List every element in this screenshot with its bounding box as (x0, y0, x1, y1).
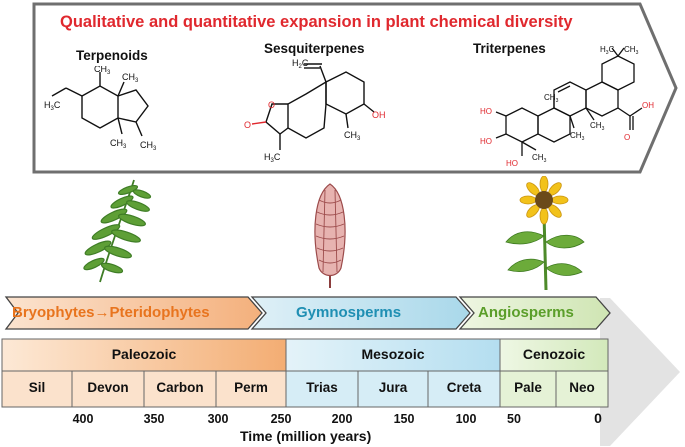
banner-title: Qualitative and quantitative expansion i… (60, 13, 573, 31)
svg-text:CH3: CH3 (624, 46, 639, 56)
period-carbon-cell (143, 370, 217, 408)
period-sil-cell (1, 370, 73, 408)
svg-text:CH3: CH3 (532, 153, 547, 164)
tick-150: 150 (393, 412, 415, 426)
svg-text:CH3: CH3 (570, 131, 585, 142)
period-devon-cell (71, 370, 145, 408)
period-perm-label: Perm (234, 380, 268, 395)
triterpenes-label: Triterpenes (473, 41, 546, 56)
svg-text:H3C: H3C (264, 152, 281, 164)
tick-0: 0 (594, 410, 602, 426)
chevron-angiosperms (458, 296, 611, 330)
period-neo-label: Neo (569, 380, 595, 395)
period-trias-label: Trias (306, 380, 338, 395)
svg-text:CH3: CH3 (544, 93, 559, 104)
svg-text:O: O (624, 133, 630, 142)
time-axis-title: Time (million years) (240, 428, 372, 444)
sunflower-illustration (505, 176, 585, 291)
chevron-bryophytes (4, 296, 263, 330)
era-cenozoic-label: Cenozoic (522, 346, 586, 362)
bryophytes-label: Bryophytes→Pteridophytes (12, 304, 210, 321)
svg-text:CH3: CH3 (122, 72, 139, 84)
era-paleozoic-cell (1, 338, 287, 372)
sesquiterpenes-label: Sesquiterpenes (264, 41, 365, 56)
svg-text:O: O (268, 100, 275, 110)
gymnosperms-label: Gymnosperms (296, 304, 402, 321)
timeline-arrow (600, 298, 680, 446)
svg-text:H2C: H2C (292, 58, 309, 70)
svg-text:H3C: H3C (600, 46, 615, 56)
era-cenozoic-cell (499, 338, 609, 372)
period-trias-cell (285, 370, 359, 408)
svg-text:HO: HO (506, 159, 518, 168)
triterpene-structure: H3C CH3 CH3 CH3 CH3 CH3 OH O HO HO HO (480, 46, 654, 168)
period-jura-cell (357, 370, 429, 408)
svg-text:OH: OH (642, 101, 654, 110)
tick-350: 350 (143, 412, 165, 426)
era-mesozoic-label: Mesozoic (361, 346, 425, 362)
svg-text:CH3: CH3 (590, 121, 605, 132)
svg-text:HO: HO (480, 107, 492, 116)
period-pale-label: Pale (514, 380, 542, 395)
svg-text:CH3: CH3 (344, 130, 361, 142)
tick-200: 200 (331, 412, 353, 426)
tick-400: 400 (72, 412, 94, 426)
period-sil-label: Sil (28, 380, 46, 395)
period-creta-label: Creta (446, 380, 482, 395)
geologic-timescale (1, 338, 609, 408)
banner-arrow (32, 2, 678, 174)
svg-text:CH3: CH3 (110, 138, 127, 150)
tick-300: 300 (207, 412, 229, 426)
tick-50: 50 (507, 412, 521, 426)
tick-100: 100 (455, 412, 477, 426)
sesquiterpene-structure: H2C O O OH CH3 H3C (244, 58, 386, 164)
plant-group-chevrons (4, 296, 611, 330)
svg-text:O: O (244, 120, 251, 130)
terpenoids-label: Terpenoids (76, 48, 148, 63)
period-jura-label: Jura (378, 380, 408, 395)
era-mesozoic-cell (285, 338, 501, 372)
fern-illustration (83, 179, 152, 283)
era-paleozoic-label: Paleozoic (111, 346, 177, 362)
svg-text:HO: HO (480, 137, 492, 146)
svg-text:CH3: CH3 (140, 140, 157, 152)
period-creta-cell (427, 370, 501, 408)
tick-250: 250 (270, 412, 292, 426)
svg-text:OH: OH (372, 110, 386, 120)
chevron-gymnosperms (250, 296, 471, 330)
svg-text:H3C: H3C (44, 100, 61, 112)
period-carbon-label: Carbon (156, 380, 204, 395)
terpenoid-structure: H3C CH3 CH3 CH3 CH3 (44, 66, 157, 152)
period-devon-label: Devon (87, 380, 129, 395)
period-neo-cell (555, 370, 609, 408)
svg-text:CH3: CH3 (94, 66, 111, 76)
period-pale-cell (499, 370, 557, 408)
cone-illustration (314, 183, 346, 288)
angiosperms-label: Angiosperms (478, 304, 574, 321)
